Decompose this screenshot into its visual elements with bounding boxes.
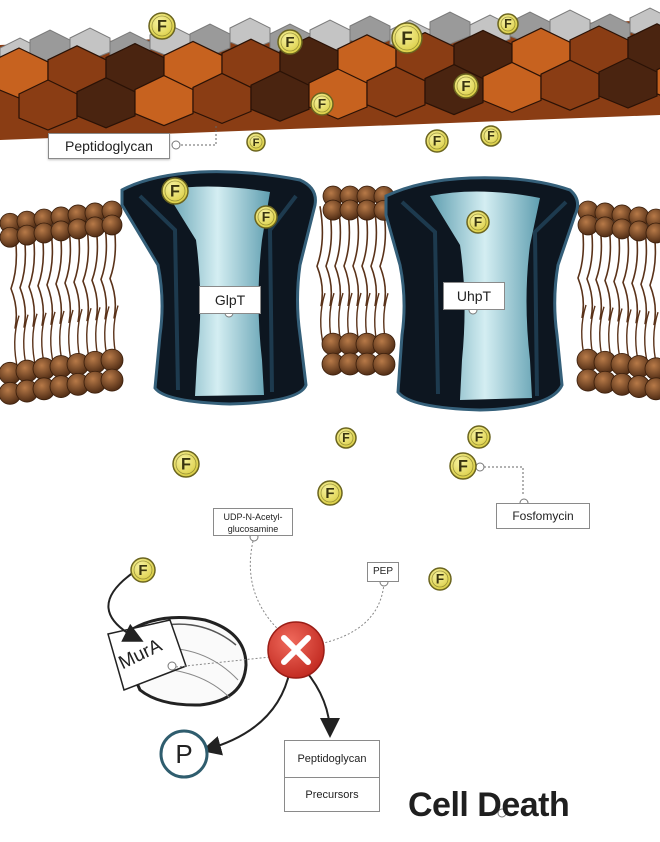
svg-text:F: F xyxy=(253,137,260,149)
to-precursors-arrow xyxy=(304,669,340,738)
peptidoglycan-connector xyxy=(177,125,217,146)
glpt-label: GlpT xyxy=(199,286,261,314)
fosfomycin-molecule-icon: F xyxy=(130,557,156,583)
lipid-bilayer xyxy=(0,185,660,405)
fosfomycin-label: Fosfomycin xyxy=(496,503,590,529)
to-phosphate-arrow xyxy=(201,669,291,756)
fosfomycin-molecule-icon: F xyxy=(172,450,200,478)
udp-label-line2: glucosamine xyxy=(227,524,279,534)
svg-text:F: F xyxy=(157,17,167,35)
svg-text:F: F xyxy=(262,210,270,225)
svg-text:F: F xyxy=(170,182,180,200)
svg-text:F: F xyxy=(436,572,444,587)
fosfomycin-molecule-icon: F xyxy=(317,480,343,506)
fosfomycin-molecule-icon: F xyxy=(335,427,357,449)
fosfomycin-molecule-icon: F xyxy=(310,92,334,116)
fosfomycin-molecule-icon: F xyxy=(428,567,452,591)
peptidoglycan-label: Peptidoglycan xyxy=(48,133,170,159)
svg-text:F: F xyxy=(474,215,482,230)
udp-connector xyxy=(249,540,291,641)
fosfomycin-molecule-icon: F xyxy=(449,452,477,480)
fosfomycin-molecule-icon: F xyxy=(466,210,490,234)
svg-text:F: F xyxy=(475,430,483,445)
fosfomycin-molecule-icon: F xyxy=(254,205,278,229)
phosphate-label: P xyxy=(175,739,193,769)
fosfomycin-molecule-icon: F xyxy=(480,125,502,147)
cell-death-logo: Cell Death xyxy=(408,786,570,824)
fosfomycin-to-mura-arrow xyxy=(107,571,144,642)
svg-text:F: F xyxy=(181,455,191,473)
pep-label: PEP xyxy=(367,562,399,582)
svg-text:F: F xyxy=(433,134,441,149)
peptidoglycan-layer xyxy=(0,7,660,140)
fosfomycin-molecule-icon: F xyxy=(277,29,303,55)
mura-enzyme xyxy=(107,616,271,707)
udp-glcnac-label: UDP-N-Acetyl- glucosamine xyxy=(213,508,293,536)
precursors-label-line2: Precursors xyxy=(305,789,359,801)
fosfomycin-molecule-icon: F xyxy=(467,425,491,449)
svg-text:F: F xyxy=(458,457,468,475)
fosfomycin-molecule-icon: F xyxy=(391,22,423,54)
svg-text:F: F xyxy=(342,431,350,445)
svg-text:F: F xyxy=(461,78,470,95)
svg-text:F: F xyxy=(504,17,512,31)
fosfomycin-molecule-icon: F xyxy=(497,13,519,35)
fosfomycin-connector xyxy=(480,466,524,495)
udp-label-line1: UDP-N-Acetyl- xyxy=(223,512,283,522)
inhibition-symbol xyxy=(267,621,325,679)
uhpt-label: UhpT xyxy=(443,282,505,310)
fosfomycin-molecule-icon: F xyxy=(148,12,176,40)
svg-text:F: F xyxy=(138,562,147,579)
svg-text:F: F xyxy=(285,34,294,51)
phosphate-circle xyxy=(159,729,209,779)
precursors-label-line1: Peptidoglycan xyxy=(285,741,379,778)
fosfomycin-molecule-icon: F xyxy=(453,73,479,99)
connector-lines xyxy=(177,125,524,646)
fosfomycin-molecule-icon: F xyxy=(425,129,449,153)
svg-text:F: F xyxy=(318,97,326,112)
svg-text:F: F xyxy=(401,27,412,48)
fosfomycin-molecule-icon: F xyxy=(246,132,266,152)
precursors-label: Peptidoglycan Precursors xyxy=(284,740,380,812)
reaction-arrows xyxy=(107,571,340,756)
pep-connector xyxy=(314,582,385,646)
fosfomycin-molecule-icon: F xyxy=(161,177,189,205)
svg-text:F: F xyxy=(487,129,495,143)
svg-text:F: F xyxy=(325,485,334,502)
